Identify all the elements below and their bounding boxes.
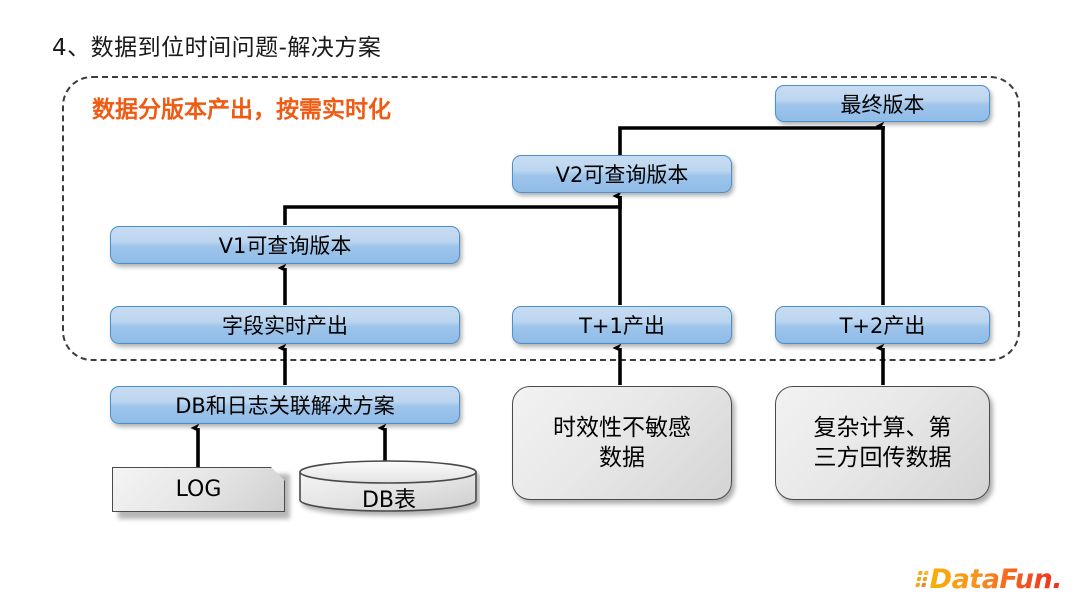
datafun-logo: DataFun. [914, 562, 1063, 596]
box-complex-calc-thirdparty-data[interactable]: 复杂计算、第 三方回传数据 [775, 386, 990, 500]
versioned-output-group-region [62, 76, 1020, 361]
box-complex-calc-label-line2: 三方回传数据 [813, 445, 952, 471]
cylinder-icon [299, 460, 477, 512]
logo-text: DataFun. [929, 563, 1063, 595]
box-t-plus-2-output-label: T+2产出 [839, 314, 926, 338]
logo-dots-icon [914, 571, 929, 587]
page-title: 4、数据到位时间问题-解决方案 [52, 35, 382, 61]
datasource-db-table[interactable]: DB表 [298, 460, 480, 520]
box-v1-queryable-version[interactable]: V1可查询版本 [110, 226, 460, 264]
box-t-plus-2-output[interactable]: T+2产出 [775, 306, 990, 344]
box-time-insensitive-data[interactable]: 时效性不敏感 数据 [512, 386, 732, 500]
datasource-log-label: LOG [175, 477, 222, 502]
box-v1-queryable-version-label: V1可查询版本 [218, 234, 352, 258]
box-field-realtime-output[interactable]: 字段实时产出 [110, 306, 460, 344]
box-db-log-join-solution-label: DB和日志关联解决方案 [175, 394, 395, 418]
box-v2-queryable-version[interactable]: V2可查询版本 [512, 155, 732, 193]
box-t-plus-1-output[interactable]: T+1产出 [512, 306, 732, 344]
box-time-insensitive-data-label-line2: 数据 [599, 445, 645, 471]
box-final-version[interactable]: 最终版本 [775, 85, 990, 122]
box-v2-queryable-version-label: V2可查询版本 [555, 163, 689, 187]
box-final-version-label: 最终版本 [840, 92, 925, 117]
datasource-log[interactable]: LOG [112, 467, 285, 512]
box-complex-calc-label-line1: 复杂计算、第 [813, 414, 952, 441]
box-t-plus-1-output-label: T+1产出 [579, 314, 665, 338]
box-db-log-join-solution[interactable]: DB和日志关联解决方案 [110, 386, 460, 424]
callout-label: 数据分版本产出，按需实时化 [92, 97, 391, 123]
box-time-insensitive-data-label-line1: 时效性不敏感 [553, 414, 691, 441]
box-field-realtime-output-label: 字段实时产出 [222, 314, 348, 338]
